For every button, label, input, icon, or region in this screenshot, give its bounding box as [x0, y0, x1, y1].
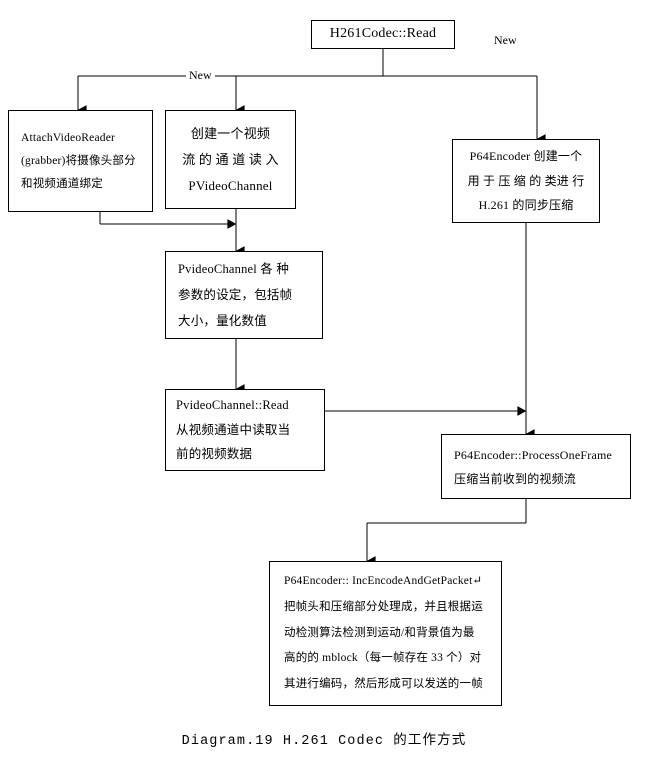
node-pvideochannel-read[interactable]: PvideoChannel::Read 从视频通道中读取当 前的视频数据 [165, 389, 325, 471]
node-process-one-frame[interactable]: P64Encoder::ProcessOneFrame 压缩当前收到的视频流 [441, 434, 631, 499]
node-line: 和视频通道绑定 [21, 177, 103, 190]
node-p64encoder-create[interactable]: P64Encoder 创建一个 用 于 压 缩 的 类进 行 H.261 的同步… [452, 139, 600, 223]
node-line: H.261 的同步压缩 [478, 198, 574, 213]
node-line: PvideoChannel 各 种 [178, 261, 290, 276]
edge-label-new-right: New [491, 33, 520, 48]
node-h261codec-read[interactable]: H261Codec::Read [311, 20, 455, 49]
node-line: (grabber)将摄像头部分 [21, 154, 136, 167]
edge-label-new-left: New [186, 68, 215, 83]
node-line: 大小，量化数值 [178, 314, 267, 329]
node-line: 参数的设定，包括帧 [178, 287, 293, 302]
node-line: 压缩当前收到的视频流 [454, 471, 577, 486]
node-attach-video-reader[interactable]: AttachVideoReader (grabber)将摄像头部分 和视频通道绑… [8, 110, 153, 212]
node-line: 创建一个视频 [190, 125, 271, 141]
node-line: 其进行编码，然后形成可以发送的一帧 [284, 678, 483, 691]
node-line: 流 的 通 道 读 入 [182, 151, 279, 167]
node-line: 高的的 mblock（每一帧存在 33 个）对 [284, 652, 482, 665]
node-line: 用 于 压 缩 的 类进 行 [467, 173, 585, 188]
node-line: PvideoChannel::Read [176, 398, 289, 413]
node-line: AttachVideoReader [21, 131, 116, 144]
node-line: P64Encoder 创建一个 [469, 149, 583, 164]
node-line: H261Codec::Read [329, 26, 437, 42]
node-inc-encode-get-packet[interactable]: P64Encoder:: IncEncodeAndGetPacket↵ 把帧头和… [269, 561, 502, 706]
node-line: 前的视频数据 [176, 447, 253, 462]
node-line: 从视频通道中读取当 [176, 422, 291, 437]
node-line: 动检测算法检测到运动/和背景值为最 [284, 626, 475, 639]
node-line: PVideoChannel [188, 177, 273, 193]
node-pvideochannel-params[interactable]: PvideoChannel 各 种 参数的设定，包括帧 大小，量化数值 [165, 251, 323, 339]
node-line: P64Encoder:: IncEncodeAndGetPacket↵ [284, 574, 483, 587]
node-create-video-stream[interactable]: 创建一个视频 流 的 通 道 读 入 PVideoChannel [165, 110, 296, 209]
node-line: P64Encoder::ProcessOneFrame [454, 447, 613, 462]
node-line: 把帧头和压缩部分处理成，并且根据运 [284, 600, 483, 613]
figure-caption: Diagram.19 H.261 Codec 的工作方式 [181, 734, 467, 749]
